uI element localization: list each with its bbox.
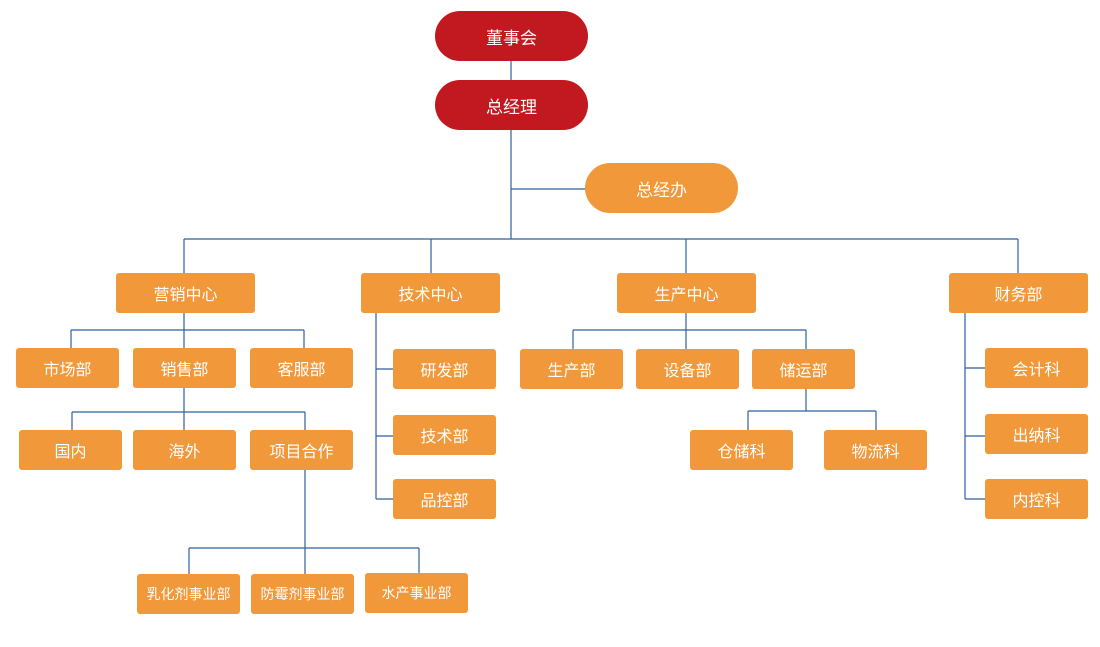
tech-dept-node[interactable]: 技术部 <box>393 415 496 455</box>
domestic-node[interactable]: 国内 <box>19 430 122 470</box>
project-cooperation-node[interactable]: 项目合作 <box>250 430 353 470</box>
cashier-section-node[interactable]: 出纳科 <box>985 414 1088 454</box>
aquatic-division-node[interactable]: 水产事业部 <box>365 573 468 613</box>
emulsifier-division-node[interactable]: 乳化剂事业部 <box>137 574 240 614</box>
accounting-section-node[interactable]: 会计科 <box>985 348 1088 388</box>
gm-office-node[interactable]: 总经办 <box>585 163 738 213</box>
overseas-node[interactable]: 海外 <box>133 430 236 470</box>
general-manager-node[interactable]: 总经理 <box>435 80 588 130</box>
antimold-division-node[interactable]: 防霉剂事业部 <box>251 574 354 614</box>
tech-center-node[interactable]: 技术中心 <box>361 273 500 313</box>
finance-dept-node[interactable]: 财务部 <box>949 273 1088 313</box>
customer-service-dept-node[interactable]: 客服部 <box>250 348 353 388</box>
logistics-section-node[interactable]: 物流科 <box>824 430 927 470</box>
warehouse-section-node[interactable]: 仓储科 <box>690 430 793 470</box>
sales-dept-node[interactable]: 销售部 <box>133 348 236 388</box>
production-dept-node[interactable]: 生产部 <box>520 349 623 389</box>
logistics-dept-node[interactable]: 储运部 <box>752 349 855 389</box>
marketing-center-node[interactable]: 营销中心 <box>116 273 255 313</box>
qc-dept-node[interactable]: 品控部 <box>393 479 496 519</box>
board-node[interactable]: 董事会 <box>435 11 588 61</box>
internal-control-section-node[interactable]: 内控科 <box>985 479 1088 519</box>
rnd-dept-node[interactable]: 研发部 <box>393 349 496 389</box>
market-dept-node[interactable]: 市场部 <box>16 348 119 388</box>
production-center-node[interactable]: 生产中心 <box>617 273 756 313</box>
equipment-dept-node[interactable]: 设备部 <box>636 349 739 389</box>
